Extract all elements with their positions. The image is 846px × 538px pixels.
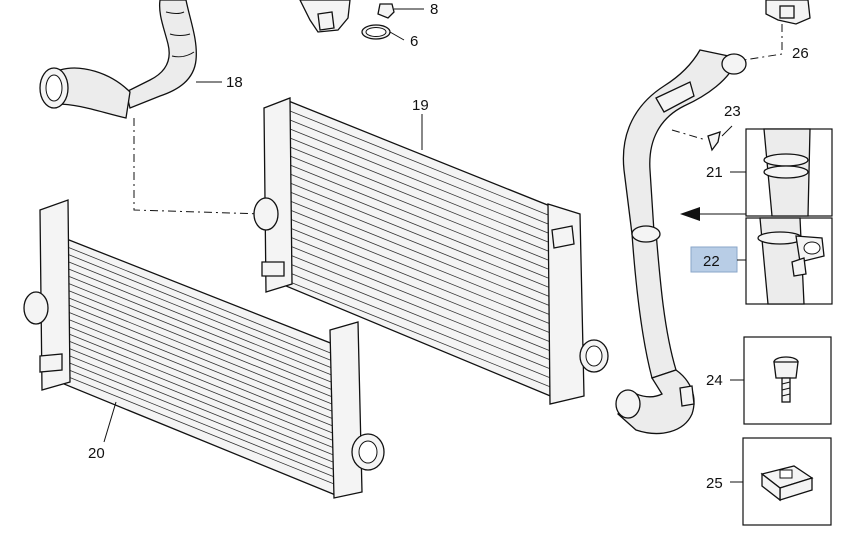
fin-line xyxy=(67,261,337,370)
callout-24[interactable]: 24 xyxy=(706,372,723,389)
fin-line xyxy=(289,173,559,283)
fin-line xyxy=(67,362,337,471)
callout-18[interactable]: 18 xyxy=(226,74,243,91)
detail-box-22 xyxy=(745,217,833,305)
callout-22-highlight xyxy=(690,246,738,273)
fin-line xyxy=(289,119,559,229)
fin-line xyxy=(67,290,337,399)
intercooler-20-fins xyxy=(67,246,337,486)
fin-line xyxy=(289,254,559,364)
intercooler-part-19 xyxy=(253,97,609,405)
fin-line xyxy=(289,245,559,355)
fin-line xyxy=(289,236,559,346)
callout-21[interactable]: 21 xyxy=(706,164,723,181)
fin-line xyxy=(67,268,337,378)
fin-line xyxy=(67,304,337,414)
fin-line xyxy=(289,209,559,319)
callout-6[interactable]: 6 xyxy=(410,33,418,50)
fin-line xyxy=(289,200,559,310)
fin-line xyxy=(289,227,559,337)
fin-line xyxy=(289,128,559,238)
fin-line xyxy=(67,326,337,435)
fin-line xyxy=(289,281,559,391)
callout-26[interactable]: 26 xyxy=(792,45,809,62)
fin-line xyxy=(67,347,337,457)
fin-line xyxy=(67,297,337,406)
callout-19[interactable]: 19 xyxy=(412,97,429,114)
fin-line xyxy=(289,272,559,382)
fin-line xyxy=(67,333,337,442)
fin-line xyxy=(67,318,337,428)
fin-line xyxy=(67,376,337,486)
fin-line xyxy=(289,263,559,373)
hose-part-18 xyxy=(39,0,197,119)
clip-part-26 xyxy=(765,0,811,25)
detail-box-25 xyxy=(742,437,832,526)
intercooler-19-fins xyxy=(289,110,559,391)
fin-line xyxy=(289,110,559,220)
callout-20[interactable]: 20 xyxy=(88,445,105,462)
callout-23[interactable]: 23 xyxy=(724,103,741,120)
fin-line xyxy=(67,282,337,392)
callout-8[interactable]: 8 xyxy=(430,1,438,18)
nut-part-8 xyxy=(377,3,395,19)
fin-line xyxy=(67,311,337,421)
fin-line xyxy=(289,182,559,292)
fin-line xyxy=(67,246,337,356)
fin-line xyxy=(67,275,337,385)
detail-box-24 xyxy=(743,336,832,425)
screw-part-23 xyxy=(707,131,721,152)
reservoir-part xyxy=(299,0,351,33)
fin-line xyxy=(289,155,559,265)
fin-line xyxy=(289,164,559,274)
o-ring-part-6 xyxy=(361,24,391,40)
fin-line xyxy=(67,254,337,363)
fin-line xyxy=(289,146,559,256)
intercooler-part-20 xyxy=(23,199,385,499)
fin-line xyxy=(67,340,337,450)
detail-box-21 xyxy=(745,128,833,217)
callout-22[interactable]: 22 xyxy=(703,253,720,270)
fin-line xyxy=(67,354,337,464)
fin-line xyxy=(289,218,559,328)
callout-25[interactable]: 25 xyxy=(706,475,723,492)
fin-line xyxy=(289,191,559,301)
hose-part-21 xyxy=(615,49,747,435)
fin-line xyxy=(289,137,559,247)
fin-line xyxy=(67,369,337,478)
